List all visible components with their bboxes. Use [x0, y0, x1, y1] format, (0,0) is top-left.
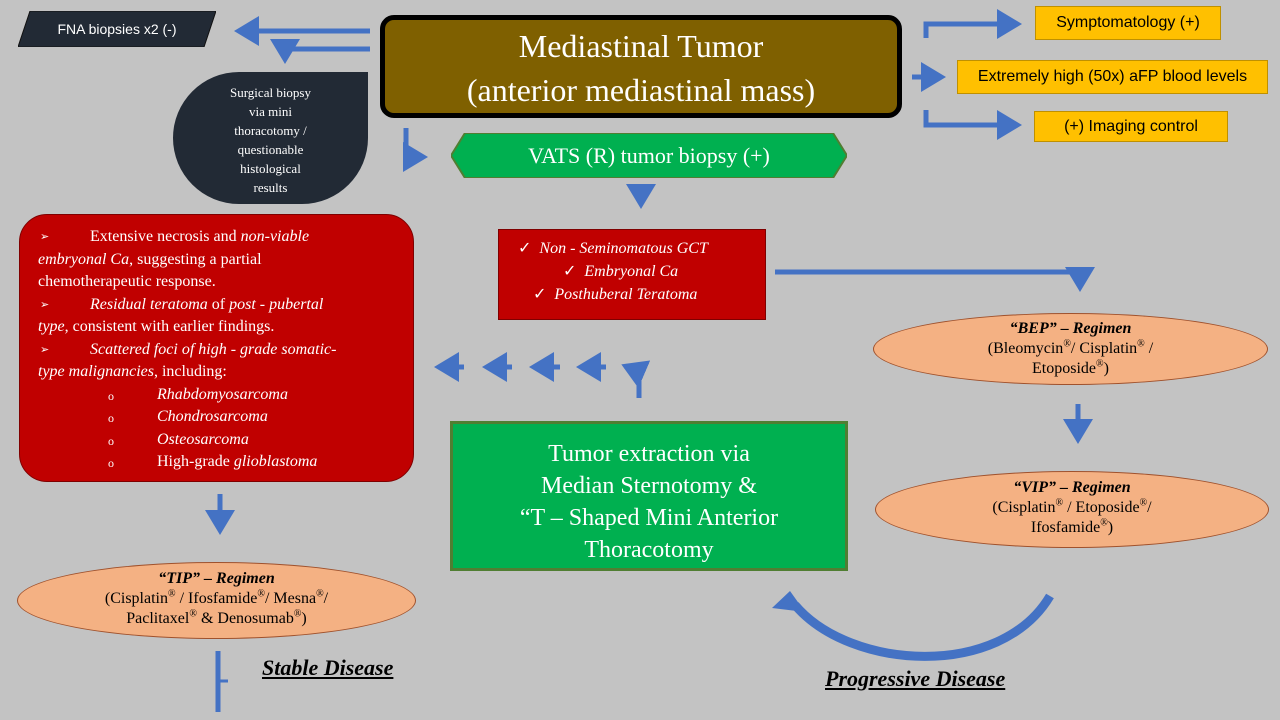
progressive-disease-label: Progressive Disease [825, 666, 1006, 691]
extraction-line: Thoracotomy [584, 537, 714, 563]
symptomatology-box: Symptomatology (+) [1035, 6, 1221, 40]
pathology-findings-box: ➢ Extensive necrosis and non-viable embr… [19, 214, 414, 482]
histology-item: ✓Non - Seminomatous GCT [518, 240, 708, 257]
bep-drugs-line: (Bleomycin®/ Cisplatin® / [987, 338, 1154, 357]
tumor-subtitle: (anterior mediastinal mass) [466, 72, 816, 108]
bullet-icon: ➢ [40, 298, 50, 311]
extraction-line: Tumor extraction via [548, 441, 750, 467]
arrow-to-imaging [923, 110, 1023, 140]
extraction-line: “T – Shaped Mini Anterior [519, 505, 779, 531]
tip-title: “TIP” – Regimen [158, 570, 275, 587]
surgical-line: questionable [237, 142, 304, 157]
finding-malignancies: ➢ Scattered foci of high - grade somatic… [38, 340, 337, 381]
stable-disease-label: Stable Disease [262, 655, 394, 680]
extraction-line: Median Sternotomy & [541, 473, 757, 499]
tumor-title: Mediastinal Tumor [518, 28, 764, 64]
bep-title: “BEP” – Regimen [1009, 320, 1132, 337]
vip-title: “VIP” – Regimen [1013, 479, 1131, 496]
tip-drugs-line: Paclitaxel® & Denosumab®) [126, 608, 307, 627]
tumor-extraction-box: Tumor extraction via Median Sternotomy &… [450, 421, 848, 571]
sub-bullet-icon: o [108, 411, 114, 425]
fna-text: FNA biopsies x2 (-) [57, 21, 177, 37]
arrow-to-bep [775, 267, 1095, 293]
arrow-progressive-head [772, 591, 805, 612]
surgical-line: Surgical biopsy [229, 85, 311, 100]
finding-teratoma: ➢ Residual teratoma of post - pubertal t… [38, 295, 324, 336]
sub-bullet-icon: o [108, 433, 114, 448]
arrow-to-surgical-biopsy [270, 39, 370, 65]
vip-drugs-line: (Cisplatin® / Etoposide®/ [992, 497, 1152, 516]
mediastinal-tumor-box: Mediastinal Tumor (anterior mediastinal … [380, 15, 902, 118]
surgical-line: thoracotomy / [234, 123, 307, 138]
sub-bullet-icon: o [108, 388, 114, 403]
tip-regimen-ellipse: “TIP” – Regimen (Cisplatin® / Ifosfamide… [17, 562, 416, 639]
arrow-to-symptomatology [923, 9, 1023, 39]
bullet-icon: ➢ [40, 343, 50, 356]
vats-text: VATS (R) tumor biopsy (+) [528, 142, 770, 168]
vats-shape [451, 133, 847, 178]
surgical-line: results [253, 180, 288, 195]
surgical-biopsy-bubble: Surgical biopsy via mini thoracotomy / q… [173, 72, 368, 204]
vip-regimen-ellipse: “VIP” – Regimen (Cisplatin® / Etoposide®… [875, 471, 1269, 548]
imaging-control-box: (+) Imaging control [1034, 111, 1228, 142]
vip-drugs-line: Ifosfamide®) [1030, 517, 1114, 536]
histology-item: ✓Embryonal Ca [563, 263, 679, 280]
bep-regimen-ellipse: “BEP” – Regimen (Bleomycin®/ Cisplatin® … [873, 313, 1268, 385]
check-icon: ✓ [533, 286, 547, 303]
surgical-line: via mini [249, 104, 292, 119]
histology-box: ✓Non - Seminomatous GCT ✓Embryonal Ca ✓P… [498, 229, 766, 320]
arrow-to-vats [403, 128, 429, 172]
check-icon: ✓ [518, 240, 532, 257]
bullet-icon: ➢ [40, 231, 50, 243]
check-icon: ✓ [563, 263, 577, 280]
histology-item: ✓Posthuberal Teratoma [533, 286, 698, 303]
arrow-extraction-up [621, 360, 651, 398]
bep-drugs-line: Etoposide®) [1032, 358, 1109, 377]
tip-drugs-line: (Cisplatin® / Ifosfamide®/ Mesna®/ [104, 588, 329, 607]
fna-shape [18, 11, 216, 47]
surgical-line: histological [240, 161, 301, 176]
afp-levels-box: Extremely high (50x) aFP blood levels [957, 60, 1268, 94]
arrow-progressive-curve [791, 593, 1054, 661]
finding-necrosis: ➢ Extensive necrosis and non-viable embr… [38, 228, 310, 290]
sub-bullet-icon: o [108, 456, 114, 470]
fna-biopsies-box: FNA biopsies x2 (-) [18, 11, 216, 47]
vats-biopsy-box: VATS (R) tumor biopsy (+) [451, 133, 847, 178]
